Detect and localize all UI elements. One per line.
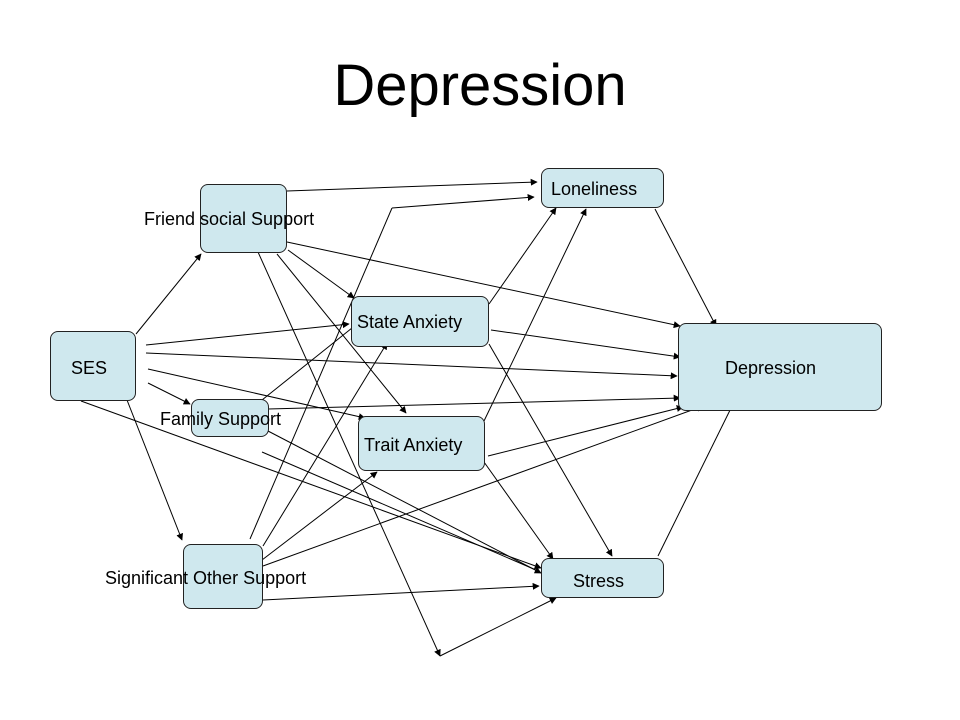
- edge-state-to-loneliness: [488, 207, 557, 305]
- node-ses-label: SES: [71, 358, 108, 378]
- edge-friend-to-loneliness: [286, 178, 538, 192]
- node-friend-support: [200, 184, 287, 253]
- node-stress: [541, 558, 664, 598]
- edge-stress-to-depression: [657, 397, 737, 557]
- node-significant-other-support: [183, 544, 263, 609]
- edge-friend-to-trait-anxiety: [276, 253, 407, 414]
- edge-state-to-depression: [490, 329, 681, 360]
- edge-state-to-stress: [488, 343, 613, 557]
- node-family-support-label: Family Support: [160, 409, 282, 429]
- node-depression-label: Depression: [725, 358, 817, 378]
- edge-sig-to-loneliness: [249, 207, 393, 540]
- edge-ses-to-depression: [145, 352, 678, 380]
- node-trait-anxiety-label: Trait Anxiety: [364, 435, 463, 455]
- node-loneliness-label: Loneliness: [551, 179, 638, 199]
- edge-ses-to-family-support: [147, 382, 191, 405]
- edge-ses-to-state-anxiety: [145, 321, 350, 346]
- edge-sig-to-state-anxiety: [262, 342, 388, 547]
- edge-sig-to-depression: [262, 404, 704, 567]
- node-state-anxiety-label: State Anxiety: [357, 312, 463, 332]
- node-friend-support-label: Friend social Support: [144, 209, 315, 229]
- node-trait-anxiety: [358, 416, 485, 471]
- edge-friend-to-stress: [257, 251, 441, 657]
- edge-trait-to-loneliness: [483, 208, 587, 422]
- node-state-anxiety: [351, 296, 489, 347]
- edge-sig-to-loneliness-top: [391, 193, 535, 209]
- node-depression: [678, 323, 882, 411]
- node-stress-label: Stress: [573, 571, 625, 591]
- edge-family-to-depression: [267, 394, 681, 410]
- edge-family-to-sig-stress: [261, 451, 537, 571]
- edge-loneliness-to-depression: [654, 208, 717, 327]
- edge-trait-to-stress: [483, 461, 554, 560]
- edge-trait-to-depression: [487, 405, 684, 457]
- edge-friend-to-state-anxiety: [287, 249, 355, 299]
- edge-family-to-stress: [267, 430, 542, 574]
- slide-title: Depression: [333, 53, 627, 118]
- edge-sig-to-stress: [262, 582, 540, 601]
- edge-sig-to-trait-anxiety: [261, 471, 378, 561]
- node-significant-other-support-label: Significant Other Support: [105, 568, 307, 588]
- edge-ses-to-significant-other-support: [126, 399, 183, 541]
- edge-ses-to-stress: [80, 400, 542, 570]
- edge-ses-to-friend-support: [135, 253, 202, 335]
- node-ses: [50, 331, 136, 401]
- edge-friend-to-depression: [286, 241, 681, 329]
- node-family-support: [191, 399, 269, 437]
- edge-stress-outer-line: [439, 597, 557, 657]
- node-loneliness: [541, 168, 664, 208]
